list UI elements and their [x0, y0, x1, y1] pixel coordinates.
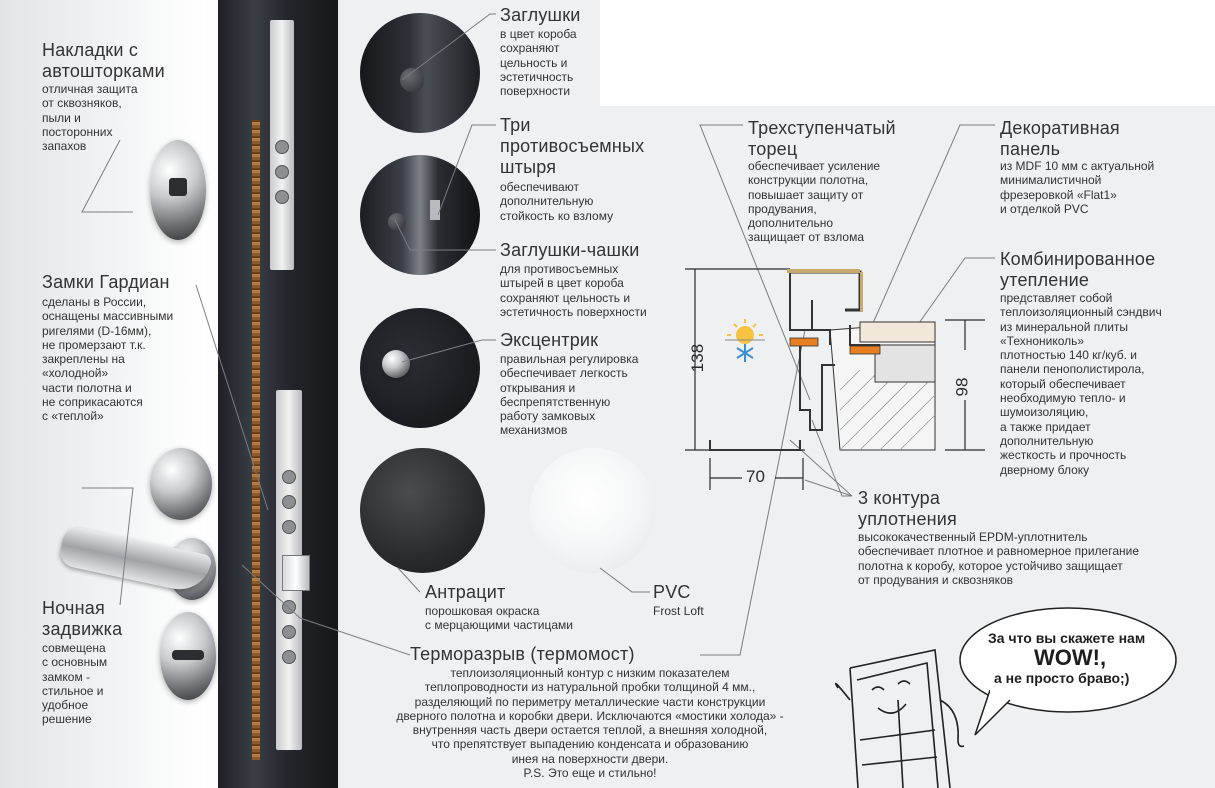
door-photo: [0, 0, 340, 788]
door-character-illustration: [834, 649, 965, 788]
latch-bolt: [282, 555, 310, 591]
chashki-body: для противосъемных штырей в цвет короба …: [500, 262, 647, 319]
zaglushki-title: Заглушки: [500, 5, 581, 25]
kontura-body: высококачественный EPDM-уплотнитель обес…: [858, 530, 1139, 587]
cork-thermal-break: [252, 120, 260, 760]
shtyri-body: обеспечивают дополнительную стойкость ко…: [500, 180, 614, 223]
photo-circle-ekscentrik: [360, 308, 480, 428]
torec-body: обеспечивает усиление конструкции полотн…: [748, 159, 881, 245]
bubble-wow: WOW!,: [1034, 645, 1107, 670]
photo-circle-shtyri: [360, 155, 480, 275]
photo-circle-zaglushki: [360, 13, 480, 133]
swatch-antracit: [360, 448, 485, 573]
zaglushki-body: в цвет короба сохраняют цельность и эсте…: [500, 27, 577, 99]
nakladki-body: отличная защита от сквозняков, пыли и по…: [42, 82, 138, 154]
lock-cylinder-cover-middle: [150, 448, 212, 520]
bubble-line2: а не просто браво;): [994, 670, 1130, 686]
top-blank-area: [600, 0, 1215, 106]
lock-faceplate-bottom: [276, 390, 302, 750]
ekscentrik-body: правильная регулировка обеспечивает легк…: [500, 352, 639, 438]
pvc-title: PVC: [653, 582, 691, 602]
dim-depth-98: 98: [952, 377, 972, 397]
chashki-title: Заглушки-чашки: [500, 240, 640, 260]
termomost-body: теплоизоляционный контур с низким показа…: [396, 666, 784, 781]
night-latch-cover: [160, 612, 216, 700]
zamki-title: Замки Гардиан: [42, 272, 170, 292]
termomost-title: Терморазрыв (термомост): [410, 644, 635, 664]
door-profile-section: [709, 269, 936, 451]
zamki-body: сделаны в России, оснащены массивными ри…: [42, 295, 174, 424]
zadvizhka-body: совмещена с основным замком - стильное и…: [42, 641, 108, 727]
uteplenie-body: представляет собой теплоизоляционный сэн…: [1000, 291, 1162, 477]
panel-body: из MDF 10 мм с актуальной минималистично…: [1000, 159, 1155, 216]
dim-height-138: 138: [688, 343, 708, 373]
ekscentrik-title: Эксцентрик: [500, 330, 599, 350]
pvc-body: Frost Loft: [653, 604, 704, 618]
antracit-body: порошковая окраска с мерцающими частицам…: [425, 604, 573, 633]
antracit-title: Антрацит: [425, 582, 506, 602]
sun-snowflake-icon: [725, 319, 765, 362]
dim-width-70: 70: [746, 467, 765, 486]
bubble-line1: За что вы скажете нам: [988, 630, 1146, 646]
swatch-pvc-frost-loft: [530, 448, 655, 573]
lock-faceplate-top: [270, 20, 294, 270]
lock-cylinder-cover-top: [150, 140, 206, 240]
